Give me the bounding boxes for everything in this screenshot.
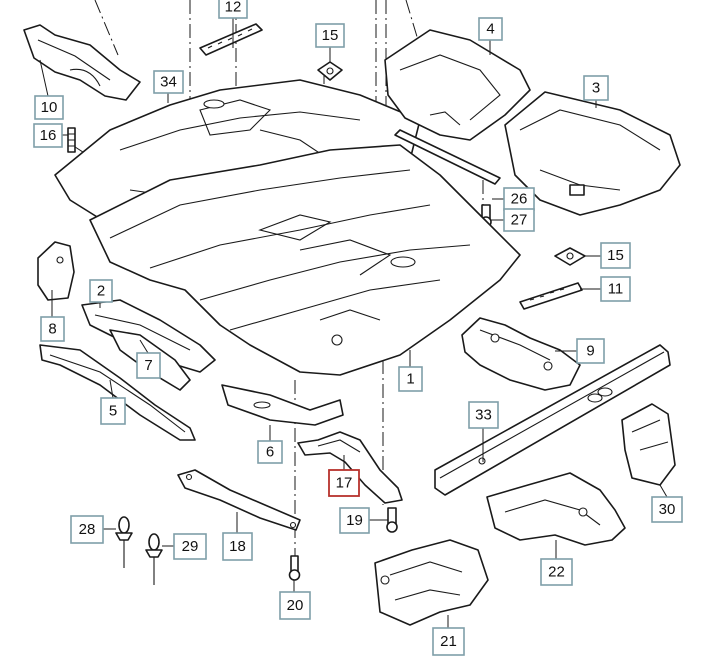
callout-9[interactable]: 9 bbox=[576, 338, 605, 364]
callout-label: 29 bbox=[182, 538, 199, 555]
callout-label: 27 bbox=[511, 212, 528, 229]
callout-2[interactable]: 2 bbox=[89, 279, 113, 303]
callout-label: 26 bbox=[511, 191, 528, 208]
part-15-clip-right bbox=[554, 247, 586, 266]
callout-label: 19 bbox=[346, 512, 363, 529]
part-19-bolt bbox=[386, 507, 398, 533]
callout-label: 21 bbox=[440, 633, 457, 650]
part-1-main-floor bbox=[89, 144, 521, 376]
callout-label: 7 bbox=[144, 357, 152, 374]
callout-label: 9 bbox=[586, 343, 594, 360]
callout-4[interactable]: 4 bbox=[478, 17, 503, 41]
callout-label: 20 bbox=[287, 597, 304, 614]
part-15-clip-upper bbox=[317, 61, 343, 81]
callout-33[interactable]: 33 bbox=[468, 401, 499, 429]
callout-3[interactable]: 3 bbox=[583, 75, 609, 101]
part-16-stud-bolt bbox=[67, 127, 76, 153]
callout-7[interactable]: 7 bbox=[136, 352, 161, 379]
callout-30[interactable]: 30 bbox=[651, 496, 683, 523]
part-21-mount-bracket bbox=[374, 539, 489, 626]
callout-label: 30 bbox=[659, 501, 676, 518]
callout-18[interactable]: 18 bbox=[222, 532, 253, 561]
callout-label: 33 bbox=[475, 407, 492, 424]
part-5-long-rail bbox=[39, 344, 196, 441]
callout-label: 3 bbox=[592, 80, 600, 97]
callout-19[interactable]: 19 bbox=[339, 507, 370, 534]
callout-8[interactable]: 8 bbox=[40, 316, 65, 342]
callout-17[interactable]: 17 bbox=[328, 469, 360, 497]
part-8-side-bracket bbox=[37, 241, 75, 301]
part-9-support-bracket bbox=[461, 317, 581, 391]
callout-label: 8 bbox=[48, 321, 56, 338]
callout-29[interactable]: 29 bbox=[173, 533, 207, 560]
callout-label: 15 bbox=[607, 247, 624, 264]
part-29-fastener bbox=[145, 533, 163, 585]
callout-label: 1 bbox=[406, 371, 414, 388]
part-20-stud bbox=[288, 555, 301, 581]
part-4-side-panel bbox=[384, 29, 531, 141]
callout-label: 15 bbox=[322, 27, 339, 44]
callout-label: 4 bbox=[486, 21, 494, 38]
callout-label: 10 bbox=[41, 99, 58, 116]
callout-label: 34 bbox=[160, 74, 177, 91]
part-22-floor-bracket bbox=[486, 472, 626, 546]
callout-label: 11 bbox=[608, 281, 624, 298]
part-6-cross-member bbox=[221, 384, 344, 426]
callout-26[interactable]: 26 bbox=[503, 187, 535, 211]
callout-label: 2 bbox=[97, 283, 105, 300]
callout-1[interactable]: 1 bbox=[398, 366, 423, 392]
part-17-mounting-bracket bbox=[297, 431, 403, 504]
callout-15-upper[interactable]: 15 bbox=[315, 23, 345, 48]
callout-27[interactable]: 27 bbox=[503, 208, 535, 232]
part-10-rear-cross-member bbox=[23, 24, 141, 101]
callout-label: 22 bbox=[548, 564, 565, 581]
part-2-side-member bbox=[81, 299, 216, 373]
part-26-bracket bbox=[394, 129, 501, 185]
callout-5[interactable]: 5 bbox=[100, 397, 126, 425]
part-11-reinforcement-strip bbox=[519, 282, 583, 310]
callout-15-right[interactable]: 15 bbox=[600, 242, 631, 269]
part-33-side-sill bbox=[434, 344, 671, 496]
callout-6[interactable]: 6 bbox=[257, 440, 283, 464]
callout-label: 17 bbox=[336, 475, 353, 492]
part-18-cross-brace bbox=[177, 469, 301, 531]
callout-10[interactable]: 10 bbox=[34, 95, 64, 120]
callout-16[interactable]: 16 bbox=[33, 123, 63, 148]
callout-21[interactable]: 21 bbox=[432, 627, 465, 656]
callout-34[interactable]: 34 bbox=[153, 70, 184, 94]
callout-12[interactable]: 12 bbox=[218, 0, 248, 19]
callout-22[interactable]: 22 bbox=[540, 558, 573, 586]
callout-label: 28 bbox=[79, 521, 96, 538]
callout-label: 16 bbox=[40, 127, 57, 144]
callout-label: 18 bbox=[229, 538, 246, 555]
part-12-reinforcement-strip bbox=[199, 23, 263, 56]
callout-28[interactable]: 28 bbox=[70, 515, 104, 544]
callout-20[interactable]: 20 bbox=[279, 591, 311, 620]
part-28-fastener bbox=[115, 516, 133, 568]
callout-11[interactable]: 11 bbox=[600, 276, 631, 302]
part-30-corner-panel bbox=[621, 403, 676, 486]
callout-label: 6 bbox=[266, 444, 274, 461]
callout-label: 5 bbox=[109, 403, 117, 420]
leader-lines bbox=[39, 18, 668, 628]
callout-label: 12 bbox=[225, 0, 242, 16]
